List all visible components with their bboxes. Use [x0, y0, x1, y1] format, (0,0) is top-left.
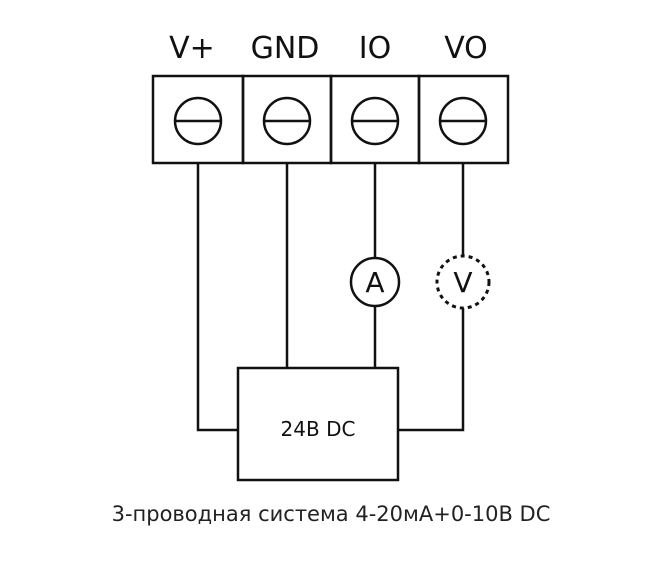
terminal-label-vplus: V+ [169, 31, 215, 66]
screw-vo-icon [438, 96, 488, 146]
terminal-io [329, 74, 421, 165]
screw-gnd-icon [262, 96, 312, 146]
voltmeter: V [435, 254, 491, 310]
terminal-gnd [241, 74, 333, 165]
power-supply-label: 24В DC [281, 417, 356, 441]
ammeter-letter: A [365, 266, 384, 299]
diagram-caption: 3-проводная система 4-20мА+0-10В DC [112, 502, 551, 526]
wire-vplus [196, 163, 238, 432]
wire-vo-bottom [398, 306, 465, 432]
power-supply: 24В DC [236, 366, 400, 482]
voltmeter-letter: V [453, 266, 472, 299]
terminal-block [151, 74, 510, 165]
wires [196, 163, 465, 432]
terminal-vplus [151, 74, 245, 165]
voltmeter-circle [435, 254, 491, 310]
terminal-vo [417, 74, 510, 165]
terminal-label-gnd: GND [251, 31, 320, 66]
ammeter-circle [349, 256, 401, 308]
screw-vplus-icon [173, 96, 223, 146]
ammeter: A [349, 256, 401, 308]
terminal-label-io: IO [359, 31, 391, 66]
power-supply-box [236, 366, 400, 482]
screw-io-icon [350, 96, 400, 146]
terminal-label-vo: VO [444, 31, 488, 66]
